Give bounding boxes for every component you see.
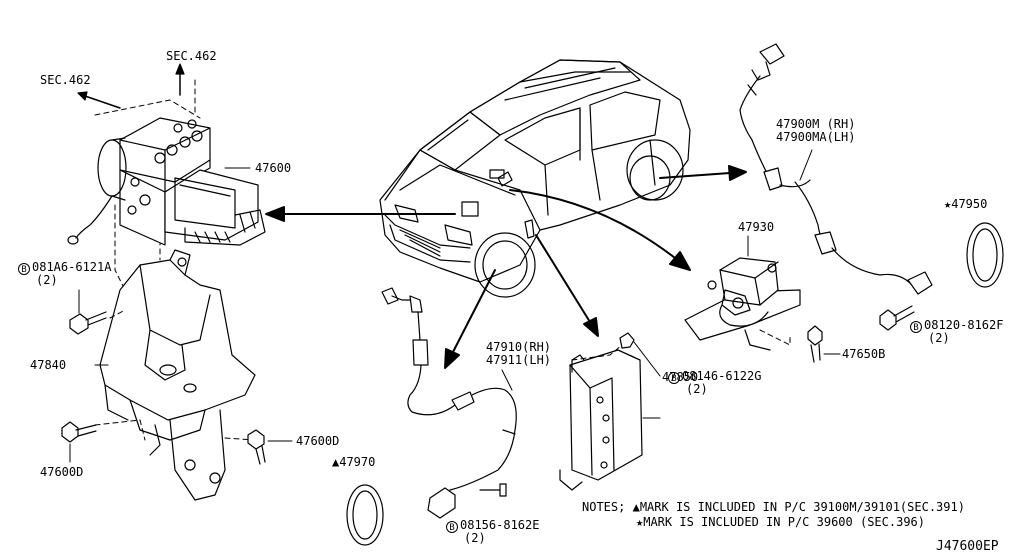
bolt-mark-icon: B xyxy=(18,263,30,275)
bolt-code: 08120-8162F xyxy=(924,318,1004,332)
bolt-08120 xyxy=(879,305,915,331)
star-mark-icon: ★ xyxy=(944,197,952,211)
bolt-code: 08156-8162E xyxy=(460,518,540,532)
bolt-081a6 xyxy=(69,289,107,335)
callout-arrows xyxy=(265,165,747,369)
section-ref-left[interactable]: SEC.462 xyxy=(40,73,91,87)
rear-wheel-sensor-illustration xyxy=(739,43,933,295)
bracket-illustration xyxy=(94,249,256,501)
triangle-mark-icon: ▲ xyxy=(632,500,640,514)
part-code: 47970 xyxy=(339,455,376,469)
sensor-rotor-47950 xyxy=(966,222,1004,288)
notes-text: MARK IS INCLUDED IN P/C 39100M/39101(SEC… xyxy=(639,500,965,514)
bolt-47600d-left xyxy=(61,421,97,463)
part-number-47600[interactable]: 47600 xyxy=(255,161,292,175)
control-unit-47850 xyxy=(559,332,661,491)
bolt-qty: (2) xyxy=(36,273,58,287)
bolt-qty: (2) xyxy=(464,531,486,545)
part-number-47911[interactable]: 47911(LH) xyxy=(486,353,552,367)
part-number-47900m[interactable]: 47900M (RH) xyxy=(776,117,856,131)
part-number-47600d-left[interactable]: 47600D xyxy=(40,465,84,479)
bolt-mark-icon: B xyxy=(446,521,458,533)
part-number-47910[interactable]: 47910(RH) xyxy=(486,340,552,354)
bolt-mark-icon: B xyxy=(668,372,680,384)
section-ref-top[interactable]: SEC.462 xyxy=(166,49,217,63)
bolt-qty: (2) xyxy=(928,331,950,345)
notes-line-1: NOTES; ▲MARK IS INCLUDED IN P/C 39100M/3… xyxy=(582,500,965,514)
part-number-47840[interactable]: 47840 xyxy=(30,358,67,372)
diagram-id: J47600EP xyxy=(936,539,999,554)
part-number-47900ma[interactable]: 47900MA(LH) xyxy=(776,130,856,144)
triangle-mark-icon: ▲ xyxy=(332,455,340,469)
bolt-code: 08146-6122G xyxy=(682,369,762,383)
star-mark-icon: ★ xyxy=(636,515,644,529)
sensor-rotor-47970 xyxy=(346,484,384,546)
part-number-47650b[interactable]: 47650B xyxy=(842,347,886,361)
part-number-47970[interactable]: ▲47970 xyxy=(332,456,375,469)
part-number-47950[interactable]: ★47950 xyxy=(944,198,987,211)
notes-text: MARK IS INCLUDED IN P/C 39600 (SEC.396) xyxy=(643,515,925,529)
part-number-47600d-right[interactable]: 47600D xyxy=(296,434,340,448)
part-code: 47950 xyxy=(951,197,988,211)
bolt-code: 081A6-6121A xyxy=(32,260,112,274)
vehicle-illustration xyxy=(379,59,691,298)
part-number-47930[interactable]: 47930 xyxy=(738,220,775,234)
bolt-47600d-right xyxy=(247,429,293,465)
abs-actuator-illustration xyxy=(67,63,266,301)
solenoid-47930 xyxy=(684,235,801,351)
front-wheel-sensor-illustration xyxy=(381,287,517,519)
notes-line-2: ★MARK IS INCLUDED IN P/C 39600 (SEC.396) xyxy=(636,515,925,529)
bolt-47650b xyxy=(807,325,841,363)
bolt-qty: (2) xyxy=(686,382,708,396)
notes-prefix: NOTES; xyxy=(582,500,626,514)
bolt-mark-icon: B xyxy=(910,321,922,333)
